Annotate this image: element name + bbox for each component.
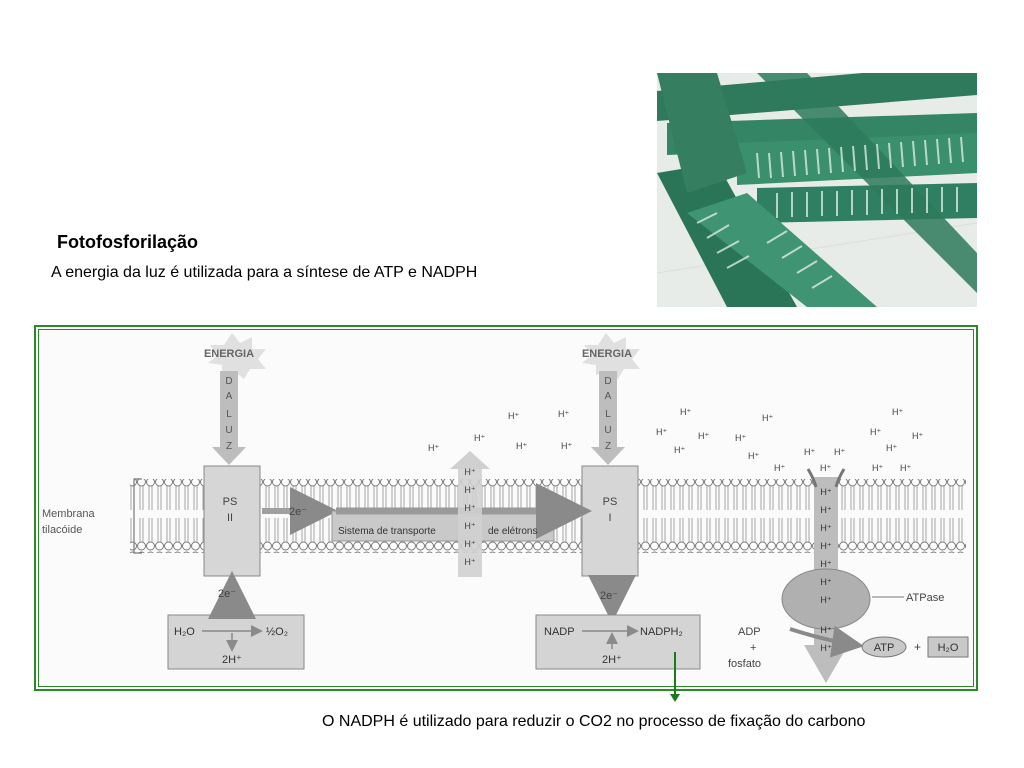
ps2-electrons-label: 2e⁻	[218, 588, 236, 600]
h-ion: H⁺	[474, 433, 485, 443]
nadp-label: NADP	[544, 626, 575, 638]
ps2-label: PS	[223, 496, 238, 508]
fosfato-label: fosfato	[728, 658, 761, 670]
h-ion: H⁺	[820, 463, 831, 473]
light-letter: Z	[226, 441, 232, 452]
h-ion: H⁺	[464, 485, 475, 495]
light-energy-burst-left: ENERGIA	[204, 333, 266, 379]
atp-label: ATP	[874, 642, 895, 654]
thylakoid-light-reactions-diagram: Membrana tilacóide ENERGIA D A L U Z ENE…	[42, 333, 969, 683]
water-product-label: H₂O	[938, 642, 959, 654]
diagram-frame	[34, 325, 978, 691]
photosystem-ii	[203, 465, 261, 577]
h-ion: H⁺	[762, 413, 773, 423]
h-ion: H⁺	[508, 411, 519, 421]
h-ion: H⁺	[820, 577, 831, 587]
h-ion: H⁺	[820, 487, 831, 497]
algae-micrograph-image	[657, 73, 977, 307]
nadph-caption: O NADPH é utilizado para reduzir o CO2 n…	[322, 713, 866, 730]
h-ion: H⁺	[680, 407, 691, 417]
ps1-electrons-label: 2e⁻	[600, 590, 618, 602]
water-right-label: ½O₂	[266, 626, 288, 638]
ps2-roman: II	[227, 512, 233, 524]
water-product	[927, 636, 969, 658]
h-ion: H⁺	[428, 443, 439, 453]
h-ion: H⁺	[656, 427, 667, 437]
light-letter: U	[604, 425, 611, 436]
h-ion: H⁺	[674, 445, 685, 455]
h-ion: H⁺	[698, 431, 709, 441]
membrane-label-line2: tilacóide	[42, 524, 82, 536]
adp-label: ADP	[738, 626, 761, 638]
h-ion: H⁺	[774, 463, 785, 473]
adp-plus: +	[750, 642, 756, 654]
h-ion: H⁺	[820, 595, 831, 605]
h-ion: H⁺	[748, 451, 759, 461]
h-ion: H⁺	[886, 443, 897, 453]
water-protons-label: 2H⁺	[222, 654, 242, 666]
light-letter: A	[605, 391, 612, 402]
nadp-protons-label: 2H⁺	[602, 654, 622, 666]
h-ion: H⁺	[464, 467, 475, 477]
proton-pump-up-arrow: H⁺ H⁺ H⁺ H⁺ H⁺ H⁺	[450, 451, 490, 577]
slide-subtitle: A energia da luz é utilizada para a sínt…	[51, 264, 478, 281]
adp-to-atp-arrow	[789, 625, 864, 658]
h-ion: H⁺	[804, 447, 815, 457]
light-letter: D	[604, 376, 611, 387]
light-letter: Z	[605, 441, 611, 452]
slide-title: Fotofosforilação	[57, 232, 199, 252]
atp-synthase: H⁺ H⁺ H⁺ H⁺ H⁺ H⁺ H⁺ H⁺ H⁺ ATPase	[781, 468, 944, 683]
transport-label-2: de elétrons	[488, 526, 537, 537]
h-ion: H⁺	[464, 503, 475, 513]
h-ion: H⁺	[820, 505, 831, 515]
light-letter: L	[226, 409, 232, 420]
h-ion: H⁺	[516, 441, 527, 451]
h-ion: H⁺	[558, 409, 569, 419]
water-left-label: H₂O	[174, 626, 195, 638]
atpase-head	[781, 568, 871, 630]
membrane-label-line1: Membrana	[42, 508, 95, 520]
h-ion: H⁺	[464, 557, 475, 567]
light-letter: U	[225, 425, 232, 436]
membrane-bracket	[133, 478, 142, 554]
light-letter: L	[605, 409, 611, 420]
h-ion: H⁺	[870, 427, 881, 437]
ps1-label: PS	[603, 496, 618, 508]
nadph-label: NADPH₂	[640, 626, 683, 638]
atp-plus: +	[914, 640, 921, 654]
energy-label-right: ENERGIA	[582, 348, 632, 360]
h-ion: H⁺	[834, 447, 845, 457]
h-ion: H⁺	[892, 407, 903, 417]
h-ion: H⁺	[900, 463, 911, 473]
atpase-label: ATPase	[906, 592, 944, 604]
two-electrons-label: 2e⁻	[289, 506, 307, 518]
energy-label-left: ENERGIA	[204, 348, 254, 360]
light-arrow-left: D A L U Z	[212, 371, 246, 465]
h-ion: H⁺	[872, 463, 883, 473]
ps1-roman: I	[608, 512, 611, 524]
free-protons: H⁺ H⁺ H⁺ H⁺ H⁺ H⁺ H⁺ H⁺ H⁺ H⁺ H⁺ H⁺ H⁺ H…	[428, 407, 923, 473]
transport-label-1: Sistema de transporte	[338, 526, 436, 537]
h-ion: H⁺	[820, 559, 831, 569]
h-ion: H⁺	[735, 433, 746, 443]
atp-product	[861, 636, 907, 658]
h-ion: H⁺	[820, 643, 831, 653]
light-letter: D	[225, 376, 232, 387]
h-ion: H⁺	[464, 521, 475, 531]
light-letter: A	[226, 391, 233, 402]
pointer-arrow	[670, 652, 680, 702]
h-ion: H⁺	[820, 541, 831, 551]
h-ion: H⁺	[820, 625, 831, 635]
h-ion: H⁺	[912, 431, 923, 441]
h-ion: H⁺	[820, 523, 831, 533]
h-ion: H⁺	[561, 441, 572, 451]
h-ion: H⁺	[464, 539, 475, 549]
light-arrow-right: D A L U Z	[591, 371, 625, 465]
nadp-reduction-box	[535, 614, 701, 670]
light-energy-burst-right: ENERGIA	[582, 333, 640, 379]
